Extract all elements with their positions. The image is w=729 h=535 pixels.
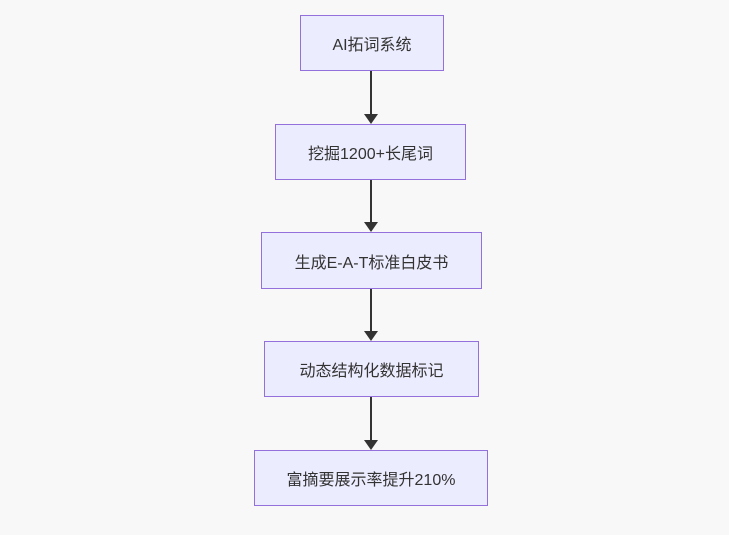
edge-arrow-2 xyxy=(364,180,378,232)
edge-line xyxy=(370,397,372,442)
flow-node-mine-longtail-keywords: 挖掘1200+长尾词 xyxy=(275,124,466,180)
arrowhead-down-icon xyxy=(364,331,378,341)
arrowhead-down-icon xyxy=(364,222,378,232)
flow-node-rich-snippet-rate-increase: 富摘要展示率提升210% xyxy=(254,450,488,506)
arrowhead-down-icon xyxy=(364,440,378,450)
edge-line xyxy=(370,71,372,116)
arrowhead-down-icon xyxy=(364,114,378,124)
edge-arrow-4 xyxy=(364,397,378,450)
edge-line xyxy=(370,180,372,224)
edge-line xyxy=(370,289,372,333)
flow-node-generate-eat-whitepaper: 生成E-A-T标准白皮书 xyxy=(261,232,482,289)
edge-arrow-3 xyxy=(364,289,378,341)
edge-arrow-1 xyxy=(364,71,378,124)
flow-node-ai-keyword-system: AI拓词系统 xyxy=(300,15,444,71)
flow-node-dynamic-structured-data-markup: 动态结构化数据标记 xyxy=(264,341,479,397)
